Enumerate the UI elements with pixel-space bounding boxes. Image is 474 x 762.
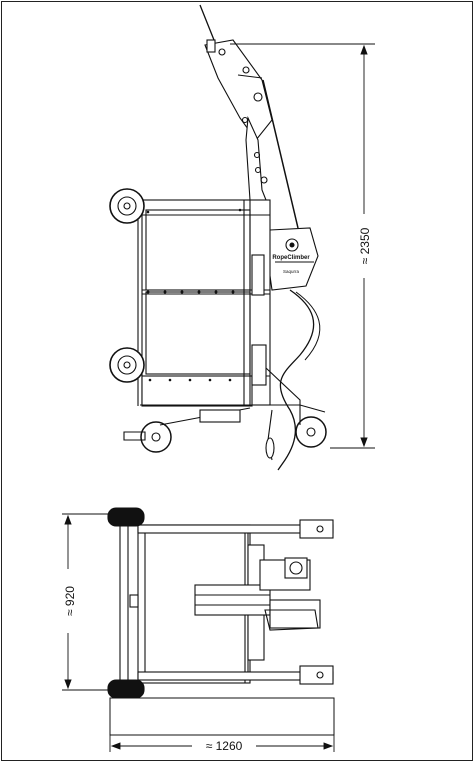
- top-wheel-upper: [107, 507, 145, 527]
- winch-sub-text: Saqurra: [283, 269, 300, 274]
- width-dimension-label: ≈ 920: [63, 569, 77, 633]
- winch-brand-text: RopeClimber: [272, 255, 310, 261]
- front-caster: [140, 421, 172, 453]
- top-view: [107, 507, 334, 699]
- side-view: [109, 4, 327, 471]
- rear-caster: [295, 416, 327, 448]
- base-plate: [109, 697, 335, 736]
- length-dimension-label: ≈ 1260: [192, 739, 256, 753]
- height-dimension-label: ≈ 2350: [358, 214, 372, 278]
- upper-wheel: [109, 188, 145, 224]
- height-dimension: [230, 43, 375, 449]
- top-wheel-lower: [107, 679, 145, 699]
- middle-wheel: [109, 347, 145, 383]
